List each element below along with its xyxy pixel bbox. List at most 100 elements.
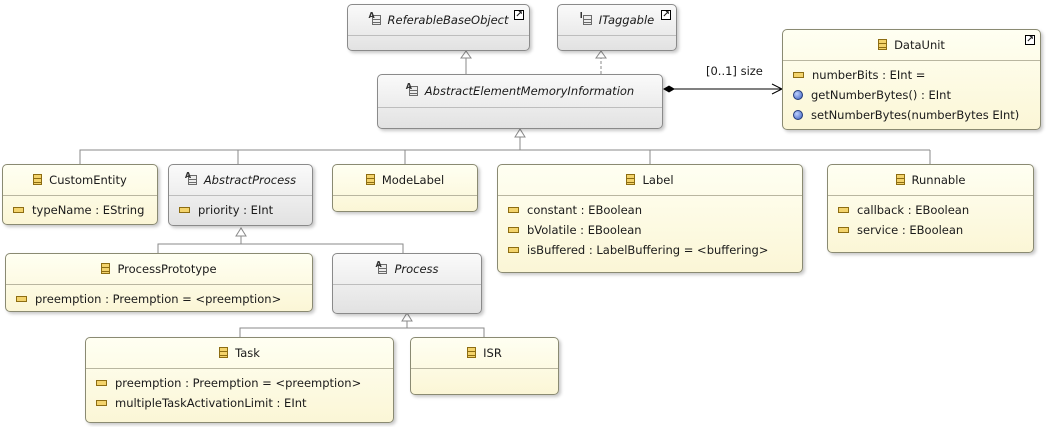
- class-header: DataUnit ↗: [783, 30, 1040, 61]
- attribute-icon: [508, 207, 519, 213]
- class-icon: [101, 263, 111, 274]
- attribute-row[interactable]: preemption : Preemption = <preemption>: [6, 289, 312, 309]
- class-name: ITaggable: [598, 13, 655, 27]
- attribute-icon: [96, 380, 107, 386]
- class-members: priority : EInt: [169, 196, 312, 220]
- class-name: Task: [235, 346, 260, 360]
- generalization-arrowhead-itaggable: [595, 50, 607, 59]
- class-name: Runnable: [911, 173, 966, 187]
- attribute-text: isBuffered : LabelBuffering = <buffering…: [527, 243, 769, 257]
- class-icon: [878, 39, 888, 50]
- size-reference-label: [0..1] size: [706, 64, 763, 78]
- class-custom-entity[interactable]: CustomEntity typeName : EString: [2, 164, 158, 225]
- attribute-icon: [508, 247, 519, 253]
- class-name: ModeLabel: [381, 173, 445, 187]
- class-label[interactable]: Label constant : EBoolean bVolatile : EB…: [497, 164, 803, 273]
- class-data-unit[interactable]: DataUnit ↗ numberBits : EInt = getNumber…: [782, 29, 1041, 130]
- attribute-row[interactable]: service : EBoolean: [828, 220, 1033, 240]
- generalization-bus-abstractprocess: [157, 243, 404, 253]
- operation-row[interactable]: getNumberBytes() : EInt: [783, 85, 1040, 105]
- class-header: Label: [498, 165, 802, 196]
- operation-row[interactable]: setNumberBytes(numberBytes EInt): [783, 105, 1040, 125]
- class-name: ISR: [483, 346, 502, 360]
- class-header: ISR: [411, 338, 558, 369]
- external-reference-icon: ↗: [1025, 35, 1035, 45]
- attribute-row[interactable]: numberBits : EInt =: [783, 65, 1040, 85]
- attribute-text: preemption : Preemption = <preemption>: [35, 292, 282, 306]
- operation-icon: [793, 110, 803, 120]
- class-name: Label: [642, 173, 674, 187]
- attribute-icon: [508, 227, 519, 233]
- class-icon: [626, 174, 636, 185]
- attribute-row[interactable]: multipleTaskActivationLimit : EInt: [86, 393, 393, 413]
- class-members: preemption : Preemption = <preemption> m…: [86, 369, 393, 413]
- class-name: CustomEntity: [49, 173, 127, 187]
- operation-icon: [793, 90, 803, 100]
- attribute-text: bVolatile : EBoolean: [527, 223, 642, 237]
- class-icon: [219, 347, 229, 358]
- class-process-prototype[interactable]: ProcessPrototype preemption : Preemption…: [5, 253, 313, 312]
- attribute-icon: [16, 296, 27, 302]
- attribute-row[interactable]: bVolatile : EBoolean: [498, 220, 802, 240]
- abstract-class-icon: A: [406, 83, 418, 96]
- class-header: CustomEntity: [3, 165, 157, 196]
- class-members: numberBits : EInt = getNumberBytes() : E…: [783, 61, 1040, 125]
- class-mode-label[interactable]: ModeLabel: [332, 164, 478, 212]
- abstract-class-icon: A: [369, 12, 381, 25]
- attribute-text: preemption : Preemption = <preemption>: [115, 376, 362, 390]
- class-runnable[interactable]: Runnable callback : EBoolean service : E…: [827, 164, 1034, 253]
- class-icon: [33, 174, 43, 185]
- class-name: Process: [394, 262, 439, 276]
- generalization-arrowhead-aemi: [514, 128, 526, 138]
- class-task[interactable]: Task preemption : Preemption = <preempti…: [85, 337, 394, 423]
- attribute-row[interactable]: callback : EBoolean: [828, 200, 1033, 220]
- attribute-row[interactable]: isBuffered : LabelBuffering = <buffering…: [498, 240, 802, 260]
- class-header: A Process: [333, 254, 481, 285]
- attribute-text: constant : EBoolean: [527, 203, 643, 217]
- class-isr[interactable]: ISR: [410, 337, 559, 395]
- operation-text: getNumberBytes() : EInt: [811, 88, 951, 102]
- attribute-icon: [838, 227, 849, 233]
- class-name: ProcessPrototype: [117, 262, 217, 276]
- class-icon: [467, 347, 477, 358]
- attribute-text: priority : EInt: [198, 203, 274, 217]
- attribute-icon: [96, 400, 107, 406]
- attribute-text: multipleTaskActivationLimit : EInt: [115, 396, 307, 410]
- attribute-text: service : EBoolean: [857, 223, 964, 237]
- class-header: ModeLabel: [333, 165, 477, 196]
- attribute-row[interactable]: priority : EInt: [169, 200, 312, 220]
- attribute-row[interactable]: preemption : Preemption = <preemption>: [86, 373, 393, 393]
- class-header: Runnable: [828, 165, 1033, 196]
- generalization-arrowhead-process: [401, 312, 413, 322]
- generalization-arrowhead-abstractprocess: [235, 227, 247, 237]
- attribute-icon: [13, 207, 24, 213]
- class-process[interactable]: A Process: [332, 253, 482, 314]
- class-header: Task: [86, 338, 393, 369]
- attribute-text: numberBits : EInt =: [812, 68, 926, 82]
- class-name: DataUnit: [894, 38, 945, 52]
- generalization-bus-aemi: [79, 149, 930, 164]
- generalization-bus-process: [239, 327, 485, 337]
- attribute-row[interactable]: typeName : EString: [3, 200, 157, 220]
- external-reference-icon: ↗: [514, 10, 524, 20]
- class-icon: [365, 174, 375, 185]
- attribute-text: typeName : EString: [32, 203, 145, 217]
- attribute-row[interactable]: constant : EBoolean: [498, 200, 802, 220]
- class-header: ProcessPrototype: [6, 254, 312, 285]
- abstract-class-icon: A: [185, 172, 197, 185]
- class-members: typeName : EString: [3, 196, 157, 220]
- abstract-class-icon: A: [375, 261, 388, 274]
- class-members: constant : EBoolean bVolatile : EBoolean…: [498, 196, 802, 260]
- attribute-icon: [793, 72, 804, 78]
- attribute-icon: [179, 207, 190, 213]
- class-icon: [895, 174, 905, 185]
